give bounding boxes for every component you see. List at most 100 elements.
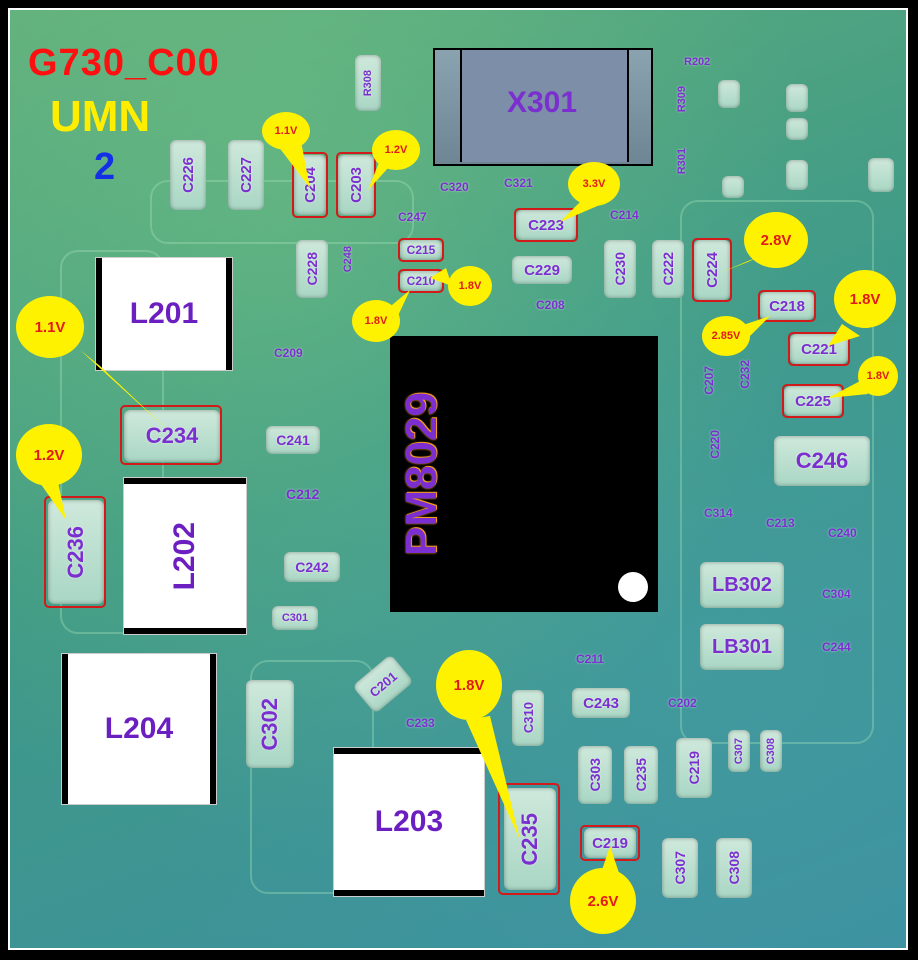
cap-c303: C308 xyxy=(760,730,782,772)
highlight-c215 xyxy=(398,238,444,262)
pointer-c225 xyxy=(828,380,868,398)
highlight-c234 xyxy=(120,405,222,465)
cap-c246: C246 xyxy=(774,436,870,486)
voltage-c224: 2.8V xyxy=(744,212,808,268)
voltage-c236: 1.2V xyxy=(16,424,82,486)
voltage-c234: 1.1V xyxy=(16,296,84,358)
highlight-c221 xyxy=(788,332,850,366)
voltage-c225: 1.8V xyxy=(858,356,898,396)
inductor-l203: L203 xyxy=(334,748,484,896)
pointer-c236 xyxy=(38,480,66,520)
cap-c229: C229 xyxy=(512,256,572,284)
cap-c214-label: C214 xyxy=(610,208,639,222)
crystal-body xyxy=(460,50,629,162)
cap-c223: C223 xyxy=(516,210,576,240)
highlight-c236 xyxy=(44,496,106,608)
cap-c203: C203 xyxy=(338,155,374,215)
cap-c311-label: C213 xyxy=(766,516,795,530)
section-title: UMN xyxy=(50,92,151,141)
cap-c234: C234 xyxy=(124,410,220,462)
smd-pad xyxy=(786,118,808,140)
cap-c320-label: C320 xyxy=(440,180,469,194)
pointer-c215 xyxy=(430,268,452,286)
cap-c301: C301 xyxy=(272,606,318,630)
cap-c310: C219 xyxy=(676,738,712,798)
cap-c212-label: C212 xyxy=(286,486,320,502)
cap-c208-label: C208 xyxy=(536,298,565,312)
cap-c330-label: C240 xyxy=(828,526,857,540)
voltage-c223: 3.3V xyxy=(568,162,620,206)
smd-pad xyxy=(786,84,808,112)
cap-c213-label: C211 xyxy=(576,652,605,666)
highlight-c235 xyxy=(498,783,560,895)
cap-c235: C235 xyxy=(504,788,556,890)
model-title: G730_C00 xyxy=(28,42,220,84)
inductor-lb302: LB302 xyxy=(700,562,784,608)
smd-pad xyxy=(718,80,740,108)
voltage-c221: 1.8V xyxy=(834,270,896,328)
inductor-l204: L204 xyxy=(62,654,216,804)
page-number: 2 xyxy=(94,146,116,188)
cap-c233: C235 xyxy=(624,746,658,804)
voltage-c219: 2.6V xyxy=(570,868,636,934)
inductor-l201: L201 xyxy=(96,258,232,370)
pointer-c224 xyxy=(722,256,760,272)
cap-c230: C230 xyxy=(604,240,636,298)
voltage-c218: 2.85V xyxy=(702,316,750,356)
smd-pad xyxy=(868,158,894,192)
highlight-c218 xyxy=(758,290,816,322)
highlight-c223 xyxy=(514,208,578,242)
cap-c236: C236 xyxy=(48,500,104,604)
cap-c313-label: C304 xyxy=(822,587,851,601)
cap-c242: C242 xyxy=(284,552,340,582)
smd-pad xyxy=(722,176,744,198)
cap-c302: C307 xyxy=(728,730,750,772)
pointer-c235 xyxy=(466,716,520,840)
cap-c222: C222 xyxy=(652,240,684,298)
cap-c314-label: C244 xyxy=(822,640,851,654)
voltage-c204: 1.1V xyxy=(262,112,310,150)
cap-c321-label: C321 xyxy=(504,176,533,190)
cap-c243: C310 xyxy=(512,690,544,746)
cap-c308: C308 xyxy=(716,838,752,898)
voltage-c210: 1.8V xyxy=(352,300,400,342)
voltage-c215: 1.8V xyxy=(448,266,492,306)
cap-c304-label: C202 xyxy=(668,696,697,710)
pcb-trace xyxy=(150,180,414,244)
cap-c211-label: C233 xyxy=(406,716,435,730)
cap-c218: C218 xyxy=(760,292,814,320)
resistor-r201-label: C314 xyxy=(704,506,733,520)
cap-c226: C226 xyxy=(170,140,206,210)
cap-c228: C228 xyxy=(296,240,328,298)
cap-c240: C243 xyxy=(572,688,630,718)
cap-c224: C224 xyxy=(694,240,730,300)
cap-c241: C241 xyxy=(266,426,320,454)
cap-c210: C210 xyxy=(400,271,442,291)
pmic-chip xyxy=(390,336,658,612)
pointer-c221 xyxy=(828,324,860,346)
voltage-c235: 1.8V xyxy=(436,650,502,720)
pin1-marker xyxy=(618,572,648,602)
cap-c201: C303 xyxy=(578,746,612,804)
cap-c215: C215 xyxy=(400,240,442,260)
inductor-lb301: LB301 xyxy=(700,624,784,670)
inductor-l202: L202 xyxy=(124,478,246,634)
cap-c202: C302 xyxy=(246,680,294,768)
cap-c227: C227 xyxy=(228,140,264,210)
resistor-r202-label: R202 xyxy=(684,56,711,68)
voltage-c203: 1.2V xyxy=(372,130,420,170)
smd-pad xyxy=(786,160,808,190)
highlight-c225 xyxy=(782,384,844,418)
cap-c209-label: C209 xyxy=(274,346,303,360)
resistor-r308: R308 xyxy=(355,55,381,111)
highlight-c224 xyxy=(692,238,732,302)
cap-c225: C225 xyxy=(784,386,842,416)
cap-c247-label: C247 xyxy=(398,210,427,224)
crystal-label: X301 xyxy=(506,86,578,119)
highlight-c203 xyxy=(336,152,376,218)
highlight-c204 xyxy=(292,152,328,218)
pointer-c234 xyxy=(80,350,170,432)
cap-c307: C307 xyxy=(662,838,698,898)
